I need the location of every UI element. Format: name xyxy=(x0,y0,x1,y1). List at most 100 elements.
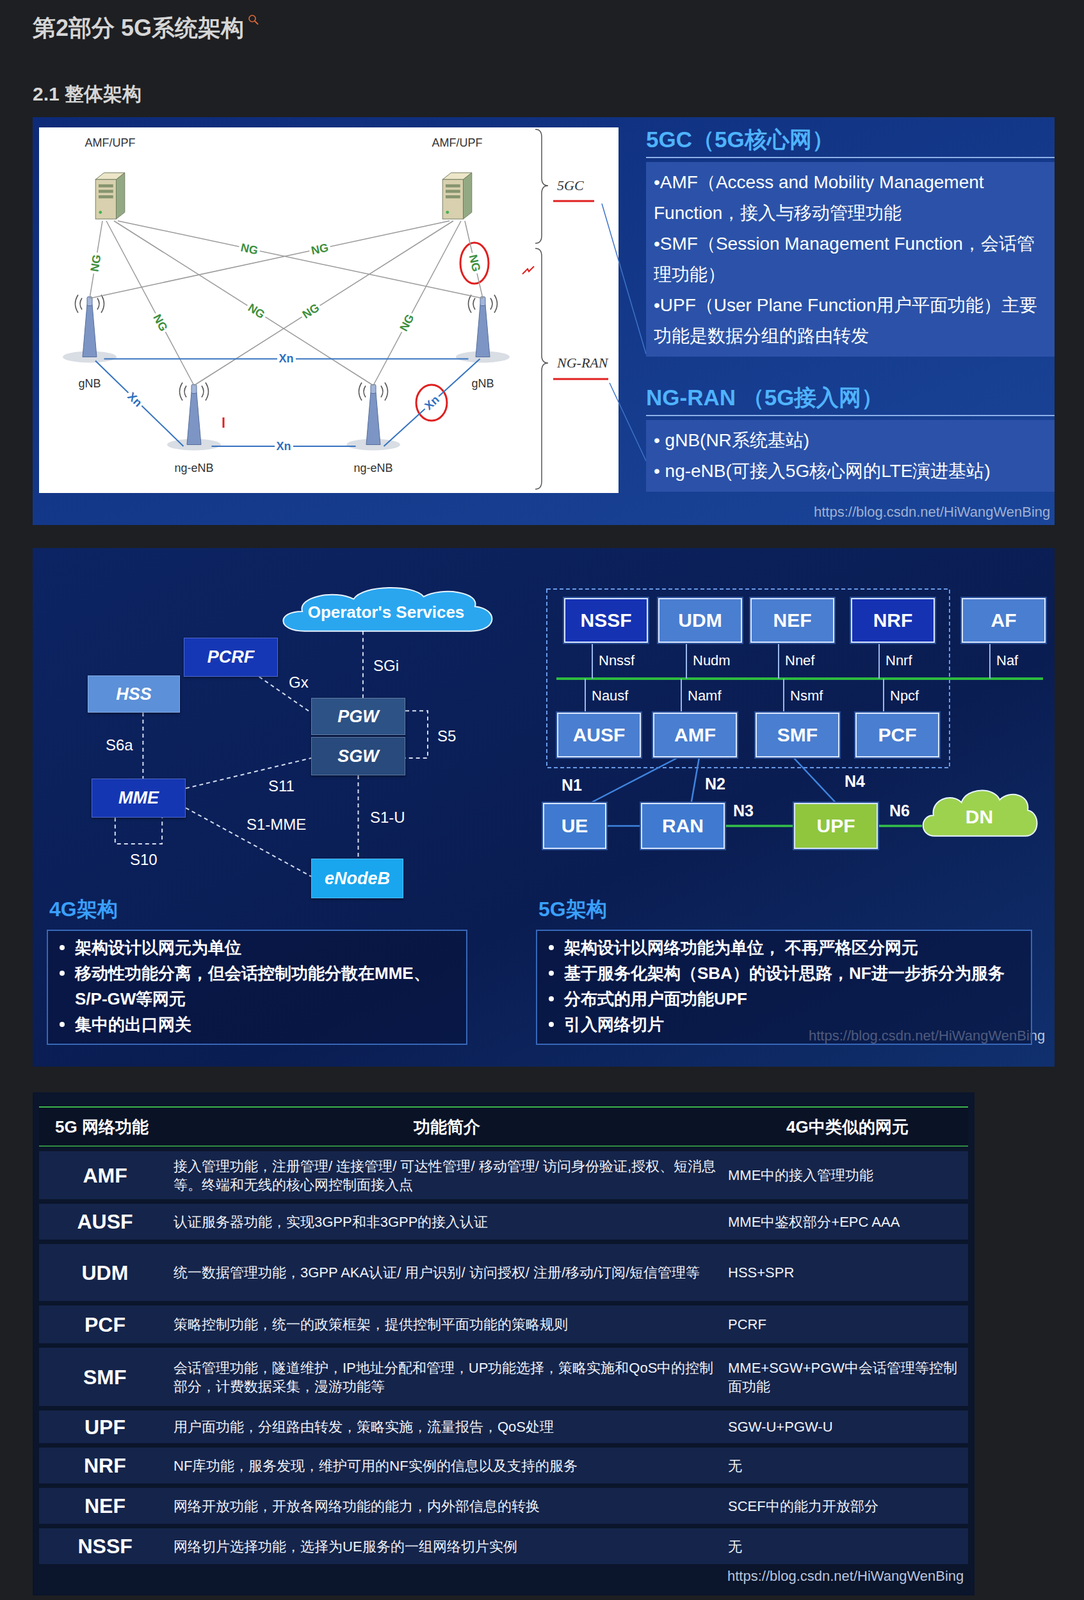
interface-label: N4 xyxy=(842,772,867,791)
connector xyxy=(606,825,641,828)
network-function: NEF xyxy=(750,598,835,643)
network-function: UE xyxy=(542,802,607,850)
interface-label: S5 xyxy=(435,727,458,746)
box-text: AF xyxy=(991,609,1017,632)
panel-body: • gNB(NR系统基站)• ng-eNB(可接入5G核心网的LTE演进基站) xyxy=(646,420,1055,492)
bullet-row: 集中的出口网关 xyxy=(54,1011,458,1038)
connector xyxy=(373,220,462,386)
bullet-row: 架构设计以网元为单位 xyxy=(54,934,458,961)
node-label: ng-eNB xyxy=(353,461,393,476)
interface-label: S1-MME xyxy=(244,815,308,834)
bullet-dot xyxy=(548,996,554,1002)
box-text: MME xyxy=(118,788,159,809)
connector xyxy=(142,712,144,779)
table-cell: NSSF xyxy=(78,1534,133,1559)
table-header-ground xyxy=(39,1107,969,1147)
table-cell: 认证服务器功能，实现3GPP和非3GPP的接入认证 xyxy=(173,1212,721,1232)
network-function: AMF xyxy=(653,712,737,758)
bullet-row: 架构设计以网络功能为单位， 不再严格区分网元 xyxy=(543,934,1022,961)
interface-label: NG xyxy=(307,240,332,257)
red-circle xyxy=(416,384,447,421)
search-lens xyxy=(249,15,256,22)
core-network-panel: 5GC（5G核心网）•AMF（Access and Mobility Manag… xyxy=(646,124,1055,357)
leader-line xyxy=(601,203,647,355)
network-element: MME xyxy=(91,778,186,818)
bullet-row: 基于服务化架构（SBA）的设计思路，NF进一步拆分为服务 xyxy=(543,960,1022,987)
interface-label: Naf xyxy=(996,651,1019,670)
box-text: SGW xyxy=(337,746,380,767)
bullet-box: 架构设计以网络功能为单位， 不再严格区分网元基于服务化架构（SBA）的设计思路，… xyxy=(535,929,1033,1045)
panel-bullet: •UPF（User Plane Function用户平面功能）主要功能是数据分组… xyxy=(653,290,1047,352)
bullet-box: 架构设计以网元为单位移动性功能分离，但会话控制功能分散在MME、S/P-GW等网… xyxy=(46,929,468,1045)
red-underline xyxy=(553,200,595,203)
bus-stub xyxy=(680,678,682,713)
interface-label: NG xyxy=(466,251,484,276)
bullet-row: 分布式的用户面功能UPF xyxy=(543,986,1022,1012)
bullet-text: 移动性功能分离，但会话控制功能分散在MME、S/P-GW等网元 xyxy=(74,960,458,1012)
interface-label: S6a xyxy=(103,736,136,755)
table-cell: NRF xyxy=(83,1453,127,1478)
bullet-dot xyxy=(59,1021,65,1028)
interface-label: N3 xyxy=(731,801,756,820)
interface-label: S11 xyxy=(266,777,297,796)
table-cell: UDM xyxy=(81,1260,129,1286)
region-label: NG-RAN xyxy=(557,354,608,373)
table-cell: 无 xyxy=(728,1456,967,1476)
bus-stub xyxy=(989,642,991,679)
box-text: SMF xyxy=(777,724,818,746)
table-rule xyxy=(39,1145,969,1147)
network-function: NRF xyxy=(850,598,935,643)
connector xyxy=(194,220,454,386)
table-header-cell: 功能简介 xyxy=(413,1116,481,1138)
bullet-text: 架构设计以网络功能为单位， 不再严格区分网元 xyxy=(564,934,1022,961)
table-cell: NF库功能，服务发现，维护可用的NF实例的信息以及支持的服务 xyxy=(173,1456,721,1476)
service-bus xyxy=(556,677,1044,680)
panel-ground xyxy=(32,117,1055,526)
core-server: AMF/UPF xyxy=(418,135,496,221)
panel-body: •AMF（Access and Mobility Management Func… xyxy=(646,161,1055,357)
table-cell: SMF xyxy=(83,1365,127,1390)
watermark: https://blog.csdn.net/HiWangWenBing xyxy=(727,1568,964,1585)
search-handle xyxy=(254,21,259,25)
table-cell: UPF xyxy=(84,1415,126,1440)
cloud-shape xyxy=(923,790,1038,837)
interface-label: N2 xyxy=(703,774,728,793)
box-text: RAN xyxy=(662,815,704,837)
network-function: NSSF xyxy=(564,598,648,643)
antenna-icon xyxy=(455,295,510,364)
interface-label: N1 xyxy=(559,776,584,794)
bus-stub xyxy=(777,642,780,679)
network-element: PGW xyxy=(311,697,406,736)
bullet-dot xyxy=(548,945,554,951)
box-text: UDM xyxy=(678,609,722,632)
ng-enb-station: ng-eNB xyxy=(338,379,409,476)
table-cell: MME+SGW+PGW中会话管理等控制面功能 xyxy=(728,1358,967,1396)
access-network-panel: NG-RAN （5G接入网）• gNB(NR系统基站)• ng-eNB(可接入5… xyxy=(646,382,1055,492)
network-function: PCF xyxy=(855,712,940,758)
connector xyxy=(117,220,483,299)
box-text: AUSF xyxy=(573,724,626,746)
cloud-text: DN xyxy=(965,806,994,828)
network-function: UDM xyxy=(658,598,743,643)
panel-ground xyxy=(32,548,1055,1067)
connector xyxy=(115,817,163,844)
interface-label: N6 xyxy=(887,801,912,820)
connector xyxy=(384,358,481,447)
network-function: SMF xyxy=(755,712,840,758)
table-cell: 网络切片选择功能，选择为UE服务的一组网络切片实例 xyxy=(173,1537,721,1556)
search-icon xyxy=(247,14,260,26)
page-title: 第2部分 5G系统架构 xyxy=(32,14,244,43)
interface-label: Nnrf xyxy=(885,651,913,670)
core-server: AMF/UPF xyxy=(71,135,149,221)
interface-label: NG xyxy=(243,300,269,323)
box-text: PCF xyxy=(878,724,917,746)
bullet-dot xyxy=(59,945,65,951)
table-cell: 无 xyxy=(728,1537,967,1556)
interface-label: NG xyxy=(395,310,417,336)
network-function: RAN xyxy=(640,802,725,850)
connector xyxy=(590,757,679,803)
table-ground xyxy=(32,1092,975,1596)
section-subtitle: 2.1 整体架构 xyxy=(32,82,142,106)
box-text: NSSF xyxy=(580,609,632,632)
table-rule xyxy=(39,1106,969,1108)
